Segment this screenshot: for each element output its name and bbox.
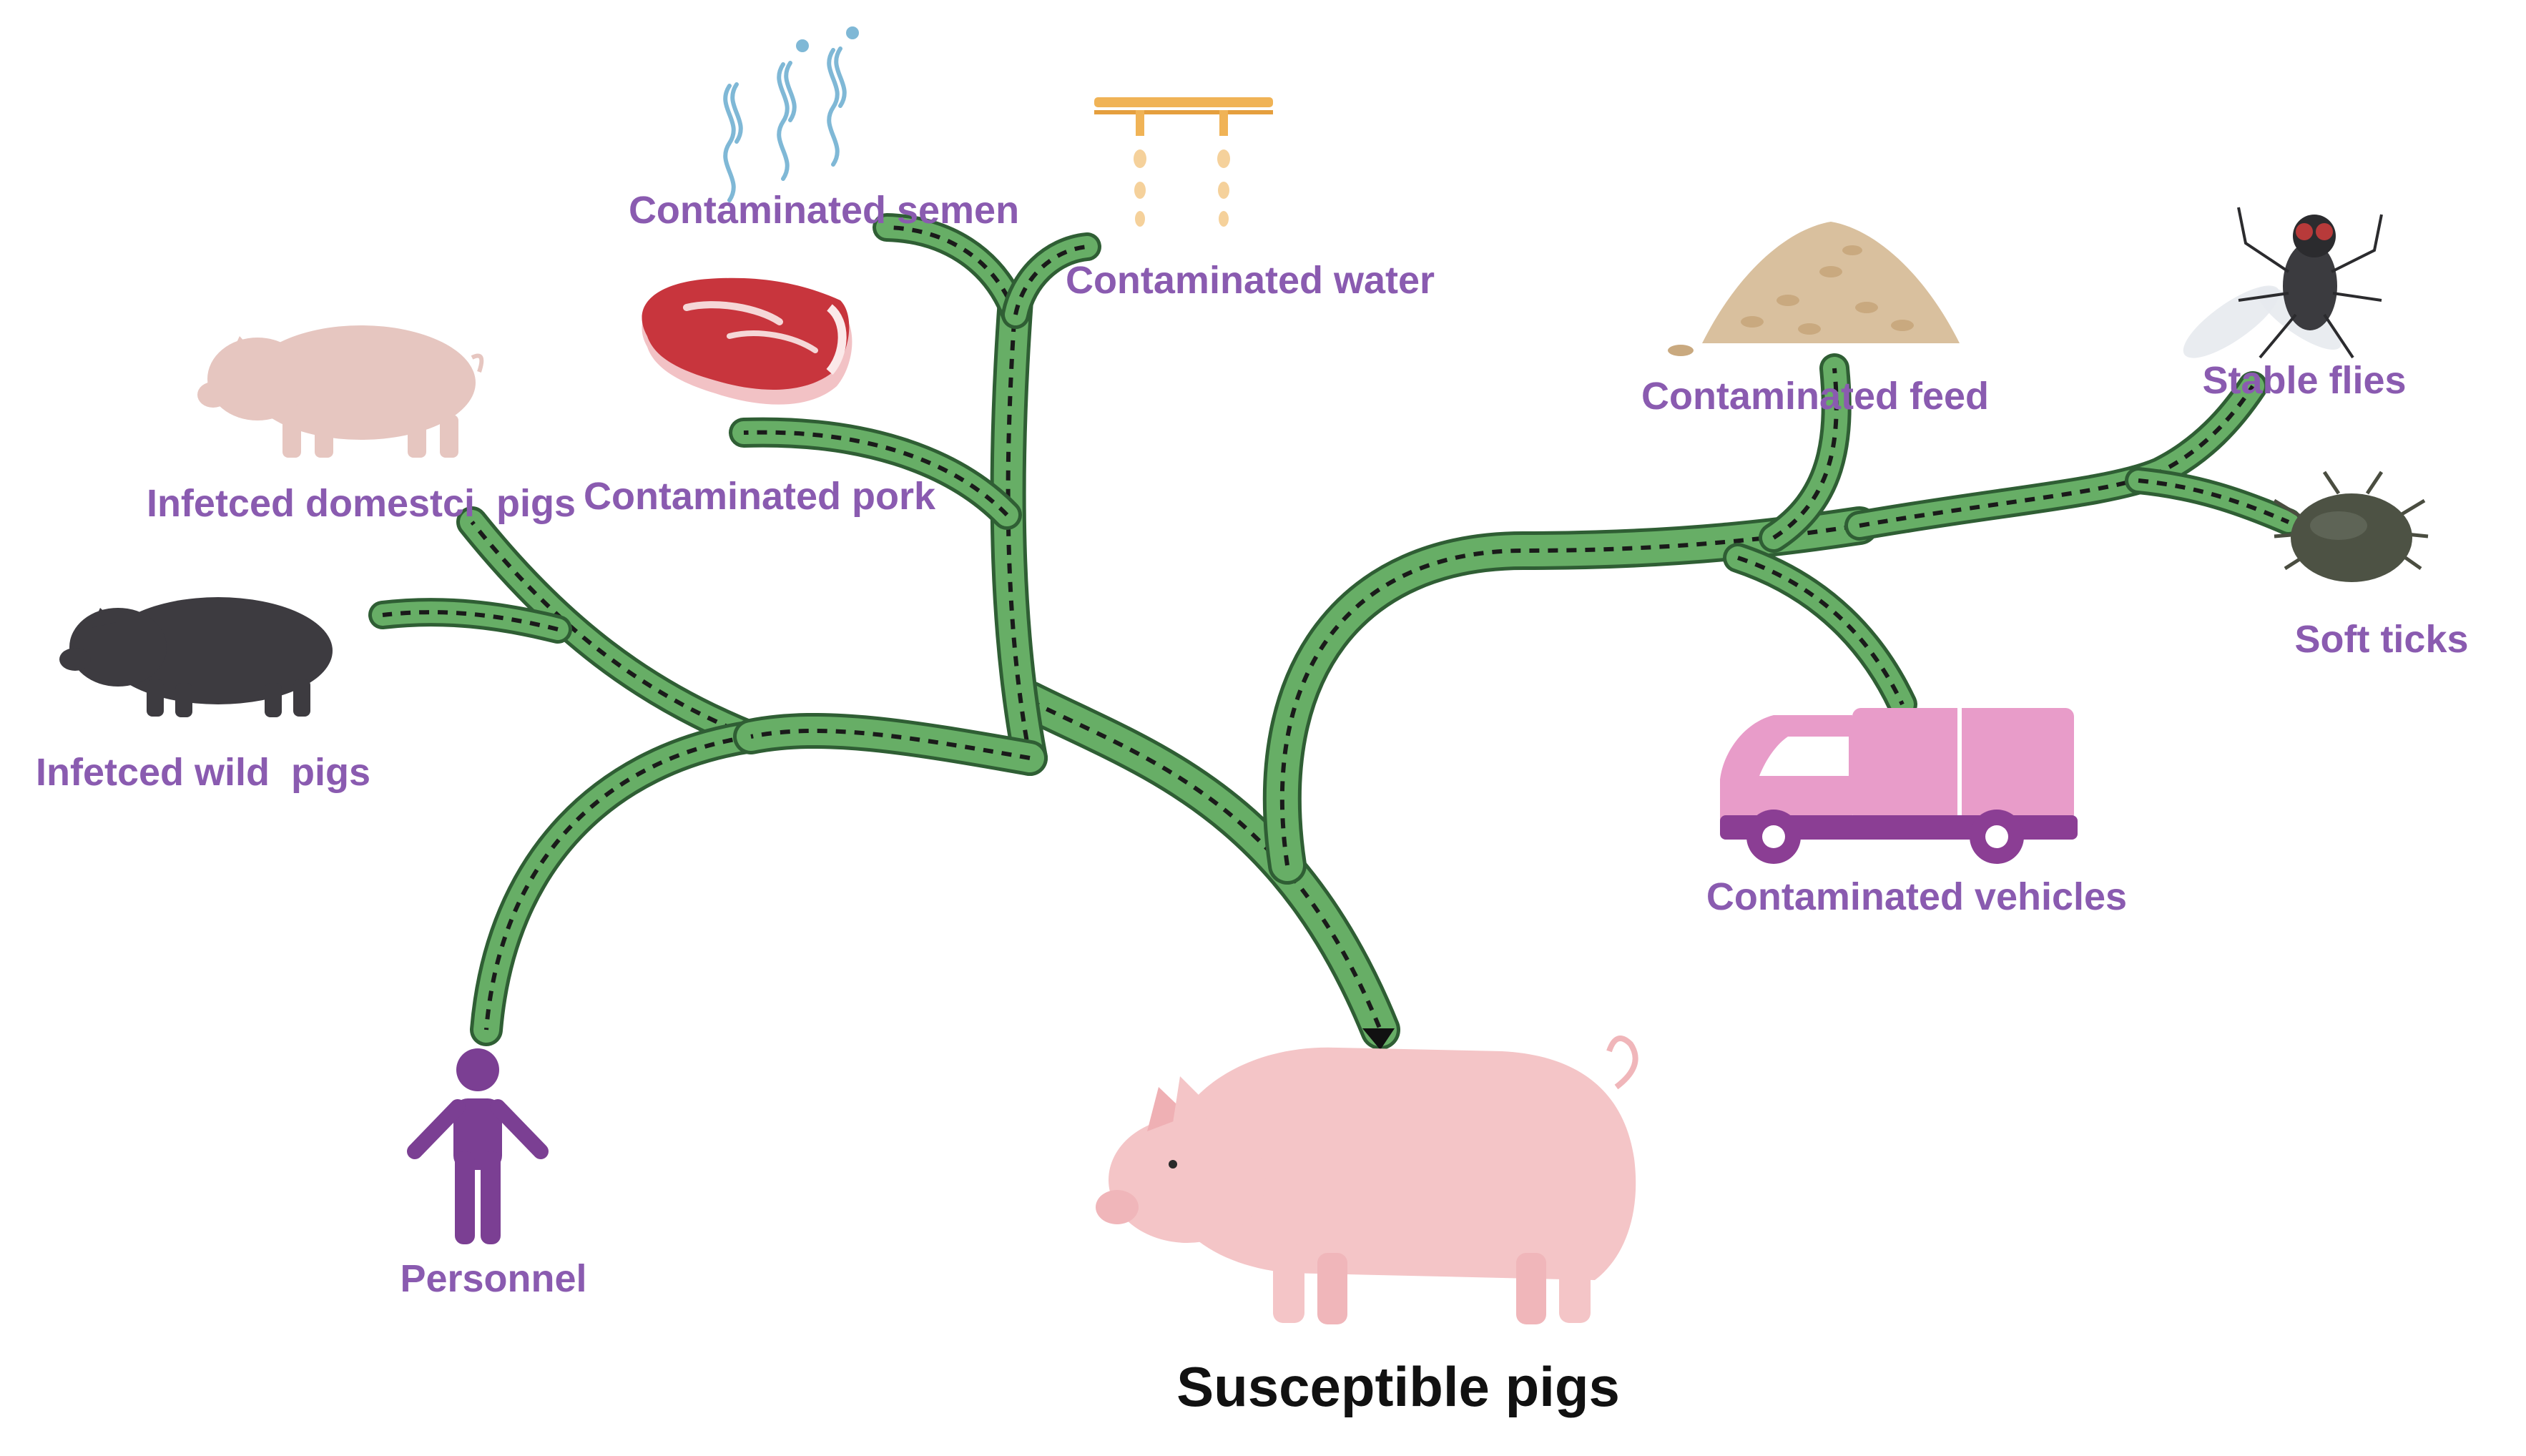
semen-label: Contaminated semen	[629, 189, 1019, 232]
branch-left-trunk	[1010, 681, 1400, 1050]
person-icon	[407, 1048, 549, 1244]
semen-icon	[723, 26, 859, 202]
branch-left-trunk	[1013, 684, 1397, 1046]
branch-pork	[732, 420, 1018, 526]
susceptible-pig-icon	[1096, 1036, 1638, 1324]
personnel-label: Personnel	[400, 1257, 586, 1300]
flies-label: Stable flies	[2202, 359, 2406, 402]
wild-pig-icon	[59, 597, 333, 717]
branch-main-left-dashed-arrow	[750, 728, 1031, 760]
branch-center-trunk-dashed-arrow	[1006, 300, 1032, 759]
arrow-head-icon	[1362, 1028, 1395, 1050]
feed-pile-icon	[1668, 222, 1960, 356]
water-drip-icon	[1094, 97, 1273, 227]
branch-personnel-dashed-arrow	[484, 734, 752, 1030]
branch-left-trunk-dashed-arrow	[1028, 699, 1382, 1031]
branch-feed-dashed-arrow	[1772, 368, 1839, 540]
water-label: Contaminated water	[1066, 259, 1435, 302]
branch-personnel	[473, 724, 764, 1043]
branch-wild-dashed-arrow	[382, 610, 559, 631]
branch-semen-dashed-arrow	[886, 225, 1018, 316]
branch-ticks-dashed-arrow	[2138, 478, 2290, 524]
target-label: Susceptible pigs	[1176, 1355, 1620, 1418]
tick-icon	[2273, 471, 2429, 582]
domestic-pigs-label: Infetced domestci pigs	[147, 482, 576, 525]
pork-label: Contaminated pork	[584, 475, 936, 518]
feed-label: Contaminated feed	[1641, 375, 1989, 418]
branch-water-dashed-arrow	[1013, 245, 1088, 315]
fly-icon	[2183, 207, 2383, 359]
branch-domestic-dashed-arrow	[470, 521, 752, 739]
branch-right-trunk-dashed-arrow	[1279, 523, 1860, 866]
meat-icon	[642, 277, 852, 405]
domestic-pig-icon	[197, 325, 484, 458]
wild-pigs-label: Infetced wild pigs	[36, 751, 370, 794]
ticks-label: Soft ticks	[2294, 618, 2468, 661]
van-icon	[1720, 708, 2078, 864]
transmission-branches	[368, 213, 2302, 1050]
vehicles-label: Contaminated vehicles	[1706, 875, 2127, 918]
branch-vehicles-dashed-arrow	[1737, 556, 1905, 706]
branch-vehicles	[1723, 543, 1917, 719]
